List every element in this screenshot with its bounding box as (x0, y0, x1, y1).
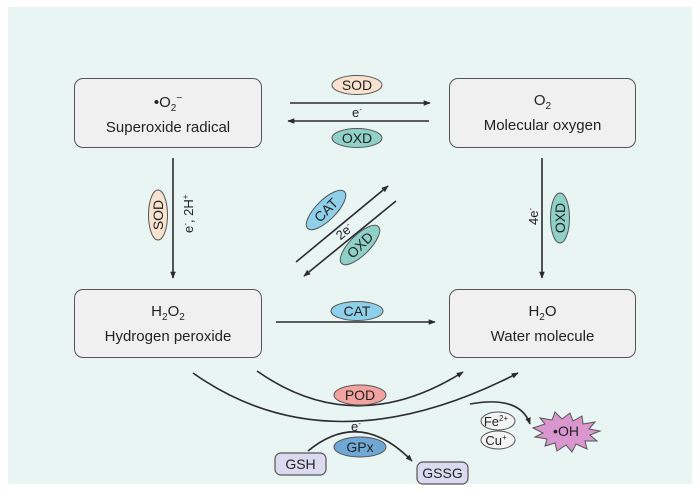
node-molecular-oxygen: O2 Molecular oxygen (449, 78, 636, 148)
oxygen-name: Molecular oxygen (483, 117, 602, 134)
formula-text: •O (153, 94, 171, 111)
species-cu: Cu+ (480, 430, 516, 450)
formula-subscript: 2 (539, 311, 545, 323)
enzyme-label: CAT (344, 303, 371, 319)
svg-text:Fe2+: Fe2+ (484, 414, 509, 429)
species-superscript: + (502, 433, 507, 442)
arrow-gpx-pathway (192, 372, 519, 423)
node-water: H2O Water molecule (449, 289, 636, 358)
h2o2-formula: H2O2 (151, 302, 185, 327)
superoxide-formula: •O2− (154, 89, 182, 118)
label-electron-bottom: e- (351, 419, 361, 434)
formula-text: O (533, 92, 546, 109)
label-two-electron: 2e- (333, 220, 356, 243)
formula-subscript: 2 (545, 101, 552, 112)
label-four-electron: 4e- (526, 208, 541, 225)
species-superscript: 2+ (499, 414, 508, 423)
species-label: GSSG (422, 465, 462, 481)
label-electron-2h: e-, 2H+ (181, 194, 196, 233)
species-label: Fe (484, 414, 499, 429)
species-gsh: GSH (274, 452, 327, 476)
formula-text: H (151, 302, 163, 320)
formula-superscript: − (176, 93, 183, 104)
formula-subscript: 2 (170, 103, 177, 114)
enzyme-label: GPx (346, 439, 373, 455)
enzyme-label: OXD (552, 203, 568, 233)
svg-text:Cu+: Cu+ (485, 433, 507, 448)
node-superoxide: •O2− Superoxide radical (74, 78, 262, 148)
species-label: •OH (553, 423, 579, 439)
oxygen-formula: O2 (534, 91, 551, 116)
arrow-gsh-to-gssg (307, 431, 413, 462)
species-fe2: Fe2+ (480, 411, 516, 431)
arrow-oxygen-to-h2o2 (303, 200, 397, 277)
water-formula: H2O (528, 302, 556, 327)
enzyme-oxd-right: OXD (550, 192, 570, 244)
enzyme-label: SOD (342, 77, 372, 93)
enzyme-label: OXD (342, 130, 372, 146)
starburst-icon (531, 411, 602, 453)
water-name: Water molecule (490, 327, 595, 345)
enzyme-cat-middle: CAT (330, 301, 384, 321)
formula-text: O (167, 302, 180, 320)
arrow-pod-pathway (256, 370, 464, 407)
label-electron-top: e- (352, 105, 362, 120)
superoxide-name: Superoxide radical (105, 119, 231, 136)
formula-subscript: 2 (179, 311, 185, 323)
species-label: GSH (285, 456, 315, 472)
enzyme-pod: POD (333, 384, 387, 406)
formula-text: H (528, 302, 540, 320)
formula-text: O (544, 302, 557, 320)
species-gssg: GSSG (416, 461, 469, 485)
arrow-h2o2-to-oxygen (295, 185, 389, 263)
arrow-fenton-to-hydroxyl (469, 401, 531, 425)
species-label: Cu (485, 433, 502, 448)
formula-subscript: 2 (162, 311, 168, 323)
species-hydroxyl-radical: •OH (531, 411, 602, 453)
h2o2-name: Hydrogen peroxide (104, 327, 232, 345)
enzyme-oxd-top: OXD (331, 128, 383, 148)
enzyme-label: SOD (150, 200, 166, 230)
enzyme-gpx: GPx (333, 436, 387, 458)
enzyme-sod-left: SOD (148, 189, 168, 241)
enzyme-sod-top: SOD (331, 75, 383, 95)
enzyme-label: POD (345, 387, 375, 403)
node-hydrogen-peroxide: H2O2 Hydrogen peroxide (74, 289, 262, 358)
